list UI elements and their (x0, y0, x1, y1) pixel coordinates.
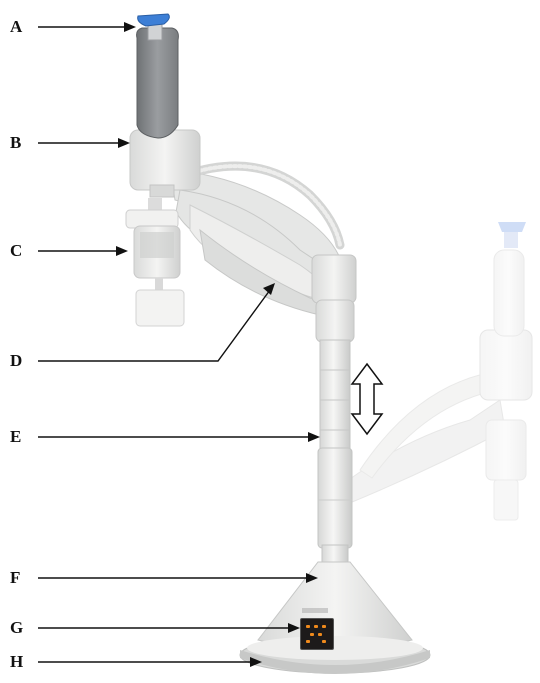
control-display (300, 618, 334, 650)
display-led (306, 625, 310, 628)
label-d: D (10, 351, 22, 371)
label-h: H (10, 652, 23, 672)
label-b: B (10, 133, 21, 153)
label-e: E (10, 427, 21, 447)
arm-joint (312, 255, 356, 303)
display-led (322, 625, 326, 628)
height-adjust-arrow-icon (352, 364, 382, 434)
label-g: G (10, 618, 23, 638)
display-led (306, 640, 310, 643)
display-led (318, 633, 322, 636)
label-f: F (10, 568, 20, 588)
pipette-head-housing (130, 130, 200, 190)
ghost-plunger-icon (498, 222, 526, 232)
display-led (314, 625, 318, 628)
telescoping-pole (320, 340, 350, 450)
blue-plunger-icon (138, 14, 170, 26)
pipette-handle (137, 28, 179, 138)
display-led (322, 640, 326, 643)
collection-cup (136, 290, 184, 326)
label-c: C (10, 241, 22, 261)
display-led (310, 633, 314, 636)
label-a: A (10, 17, 22, 37)
